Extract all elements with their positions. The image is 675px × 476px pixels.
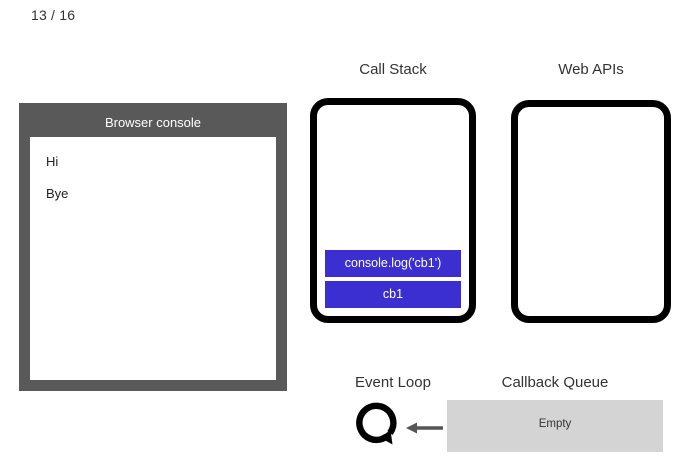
- browser-console-title: Browser console: [104, 115, 202, 130]
- call-stack-box: console.log('cb1') cb1: [310, 98, 476, 323]
- console-line: Bye: [46, 186, 69, 201]
- callback-queue-box: Empty: [447, 400, 663, 452]
- arrow-left-icon: [406, 419, 444, 437]
- call-stack-frames: console.log('cb1') cb1: [325, 246, 461, 308]
- circular-arrow-icon: [352, 397, 404, 449]
- browser-console-panel: Browser console Hi Bye: [19, 103, 287, 391]
- callback-queue-status: Empty: [538, 418, 572, 430]
- event-loop-title: Event Loop: [355, 374, 431, 391]
- stack-frame: console.log('cb1'): [325, 250, 461, 277]
- slide-counter: 13 / 16: [31, 7, 76, 23]
- console-line: Hi: [46, 154, 59, 169]
- web-apis-box: [511, 100, 671, 323]
- browser-console-output: Hi Bye: [30, 137, 276, 380]
- web-apis-title: Web APIs: [558, 61, 624, 78]
- call-stack-title: Call Stack: [359, 61, 427, 78]
- stack-frame: cb1: [325, 281, 461, 308]
- callback-queue-title: Callback Queue: [501, 374, 609, 391]
